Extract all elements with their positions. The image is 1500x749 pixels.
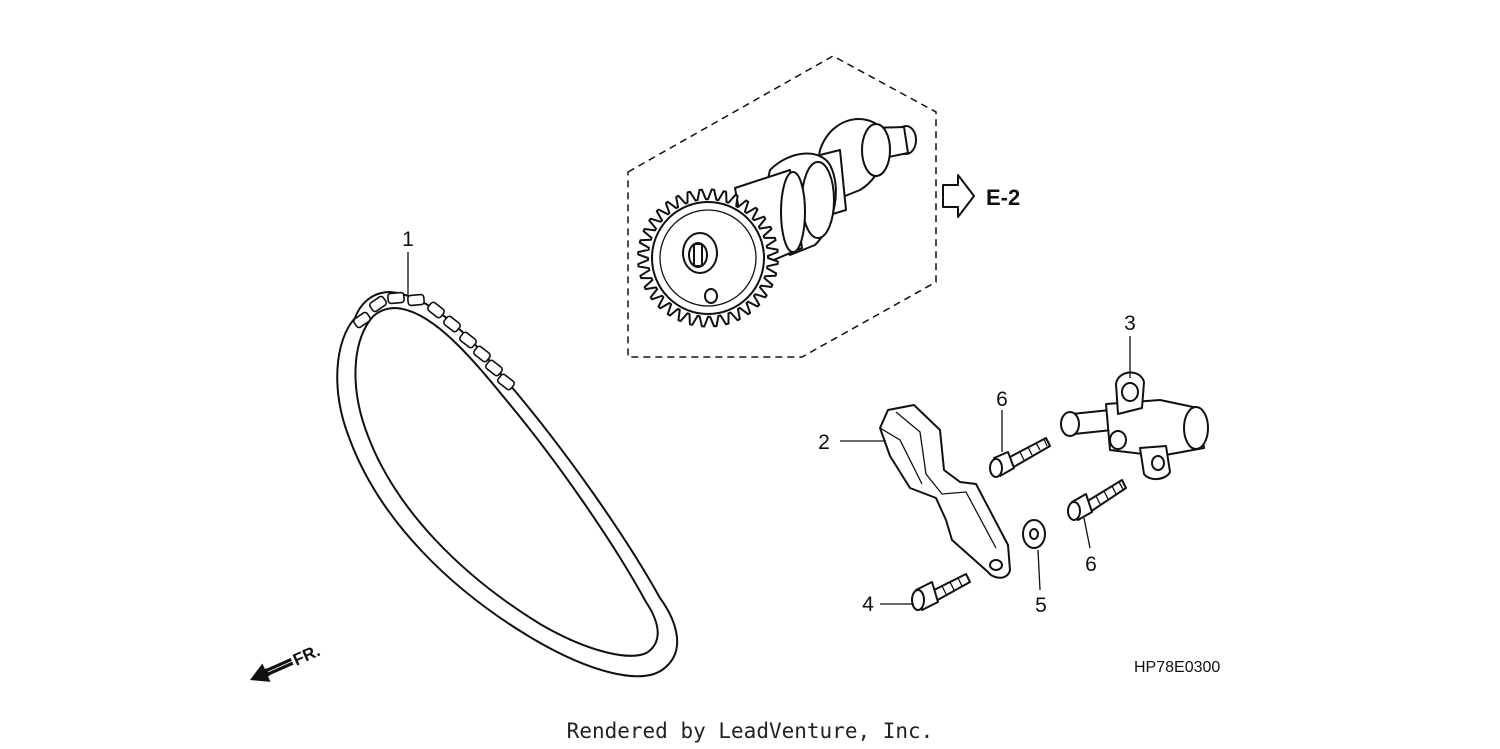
- chain-link-plate: [427, 301, 445, 319]
- callout-1[interactable]: 1: [402, 228, 414, 251]
- chain-link-plate: [368, 295, 388, 313]
- chain-link-plate: [485, 359, 503, 377]
- tensioner-lifter[interactable]: [1060, 371, 1209, 480]
- chain-link-plate: [473, 345, 491, 363]
- tensioner-arm[interactable]: [879, 404, 1011, 579]
- callout-6-upper[interactable]: 6: [996, 388, 1008, 411]
- callout-6-lower[interactable]: 6: [1085, 553, 1097, 576]
- reference-label: E-2: [986, 185, 1020, 210]
- footer-credit: Rendered by LeadVenture, Inc.: [567, 719, 934, 743]
- callout-3[interactable]: 3: [1124, 312, 1136, 335]
- chain-link-plate: [407, 293, 425, 307]
- callout-4[interactable]: 4: [862, 593, 874, 616]
- callout-2[interactable]: 2: [818, 431, 830, 454]
- diagram-code: HP78E0300: [1134, 659, 1220, 676]
- camshaft-assembly[interactable]: [627, 55, 937, 358]
- reference-arrow[interactable]: E-2: [942, 174, 1020, 218]
- assembly-dashed-outline: [627, 55, 937, 358]
- chain-link-plate: [387, 291, 405, 305]
- front-direction-indicator: FR.: [250, 641, 323, 682]
- camshaft: [734, 118, 917, 271]
- callout-5[interactable]: 5: [1035, 594, 1047, 617]
- chain-link-plate: [459, 331, 477, 349]
- cam-chain[interactable]: [336, 291, 679, 678]
- washer-5[interactable]: [1022, 519, 1046, 549]
- chain-link-plate: [497, 373, 515, 391]
- outline-right-arrow-icon: [942, 174, 975, 218]
- chain-link-plate: [352, 311, 372, 329]
- bolt-6-upper[interactable]: [989, 437, 1051, 478]
- leader-lines: [407, 252, 1131, 605]
- bolt-6-lower[interactable]: [1067, 479, 1127, 521]
- chain-link-plate: [443, 315, 461, 333]
- front-direction-arrow-icon: [250, 657, 294, 682]
- bolt-4[interactable]: [911, 573, 971, 611]
- front-label: FR.: [290, 641, 323, 669]
- cam-sprocket: [637, 188, 779, 328]
